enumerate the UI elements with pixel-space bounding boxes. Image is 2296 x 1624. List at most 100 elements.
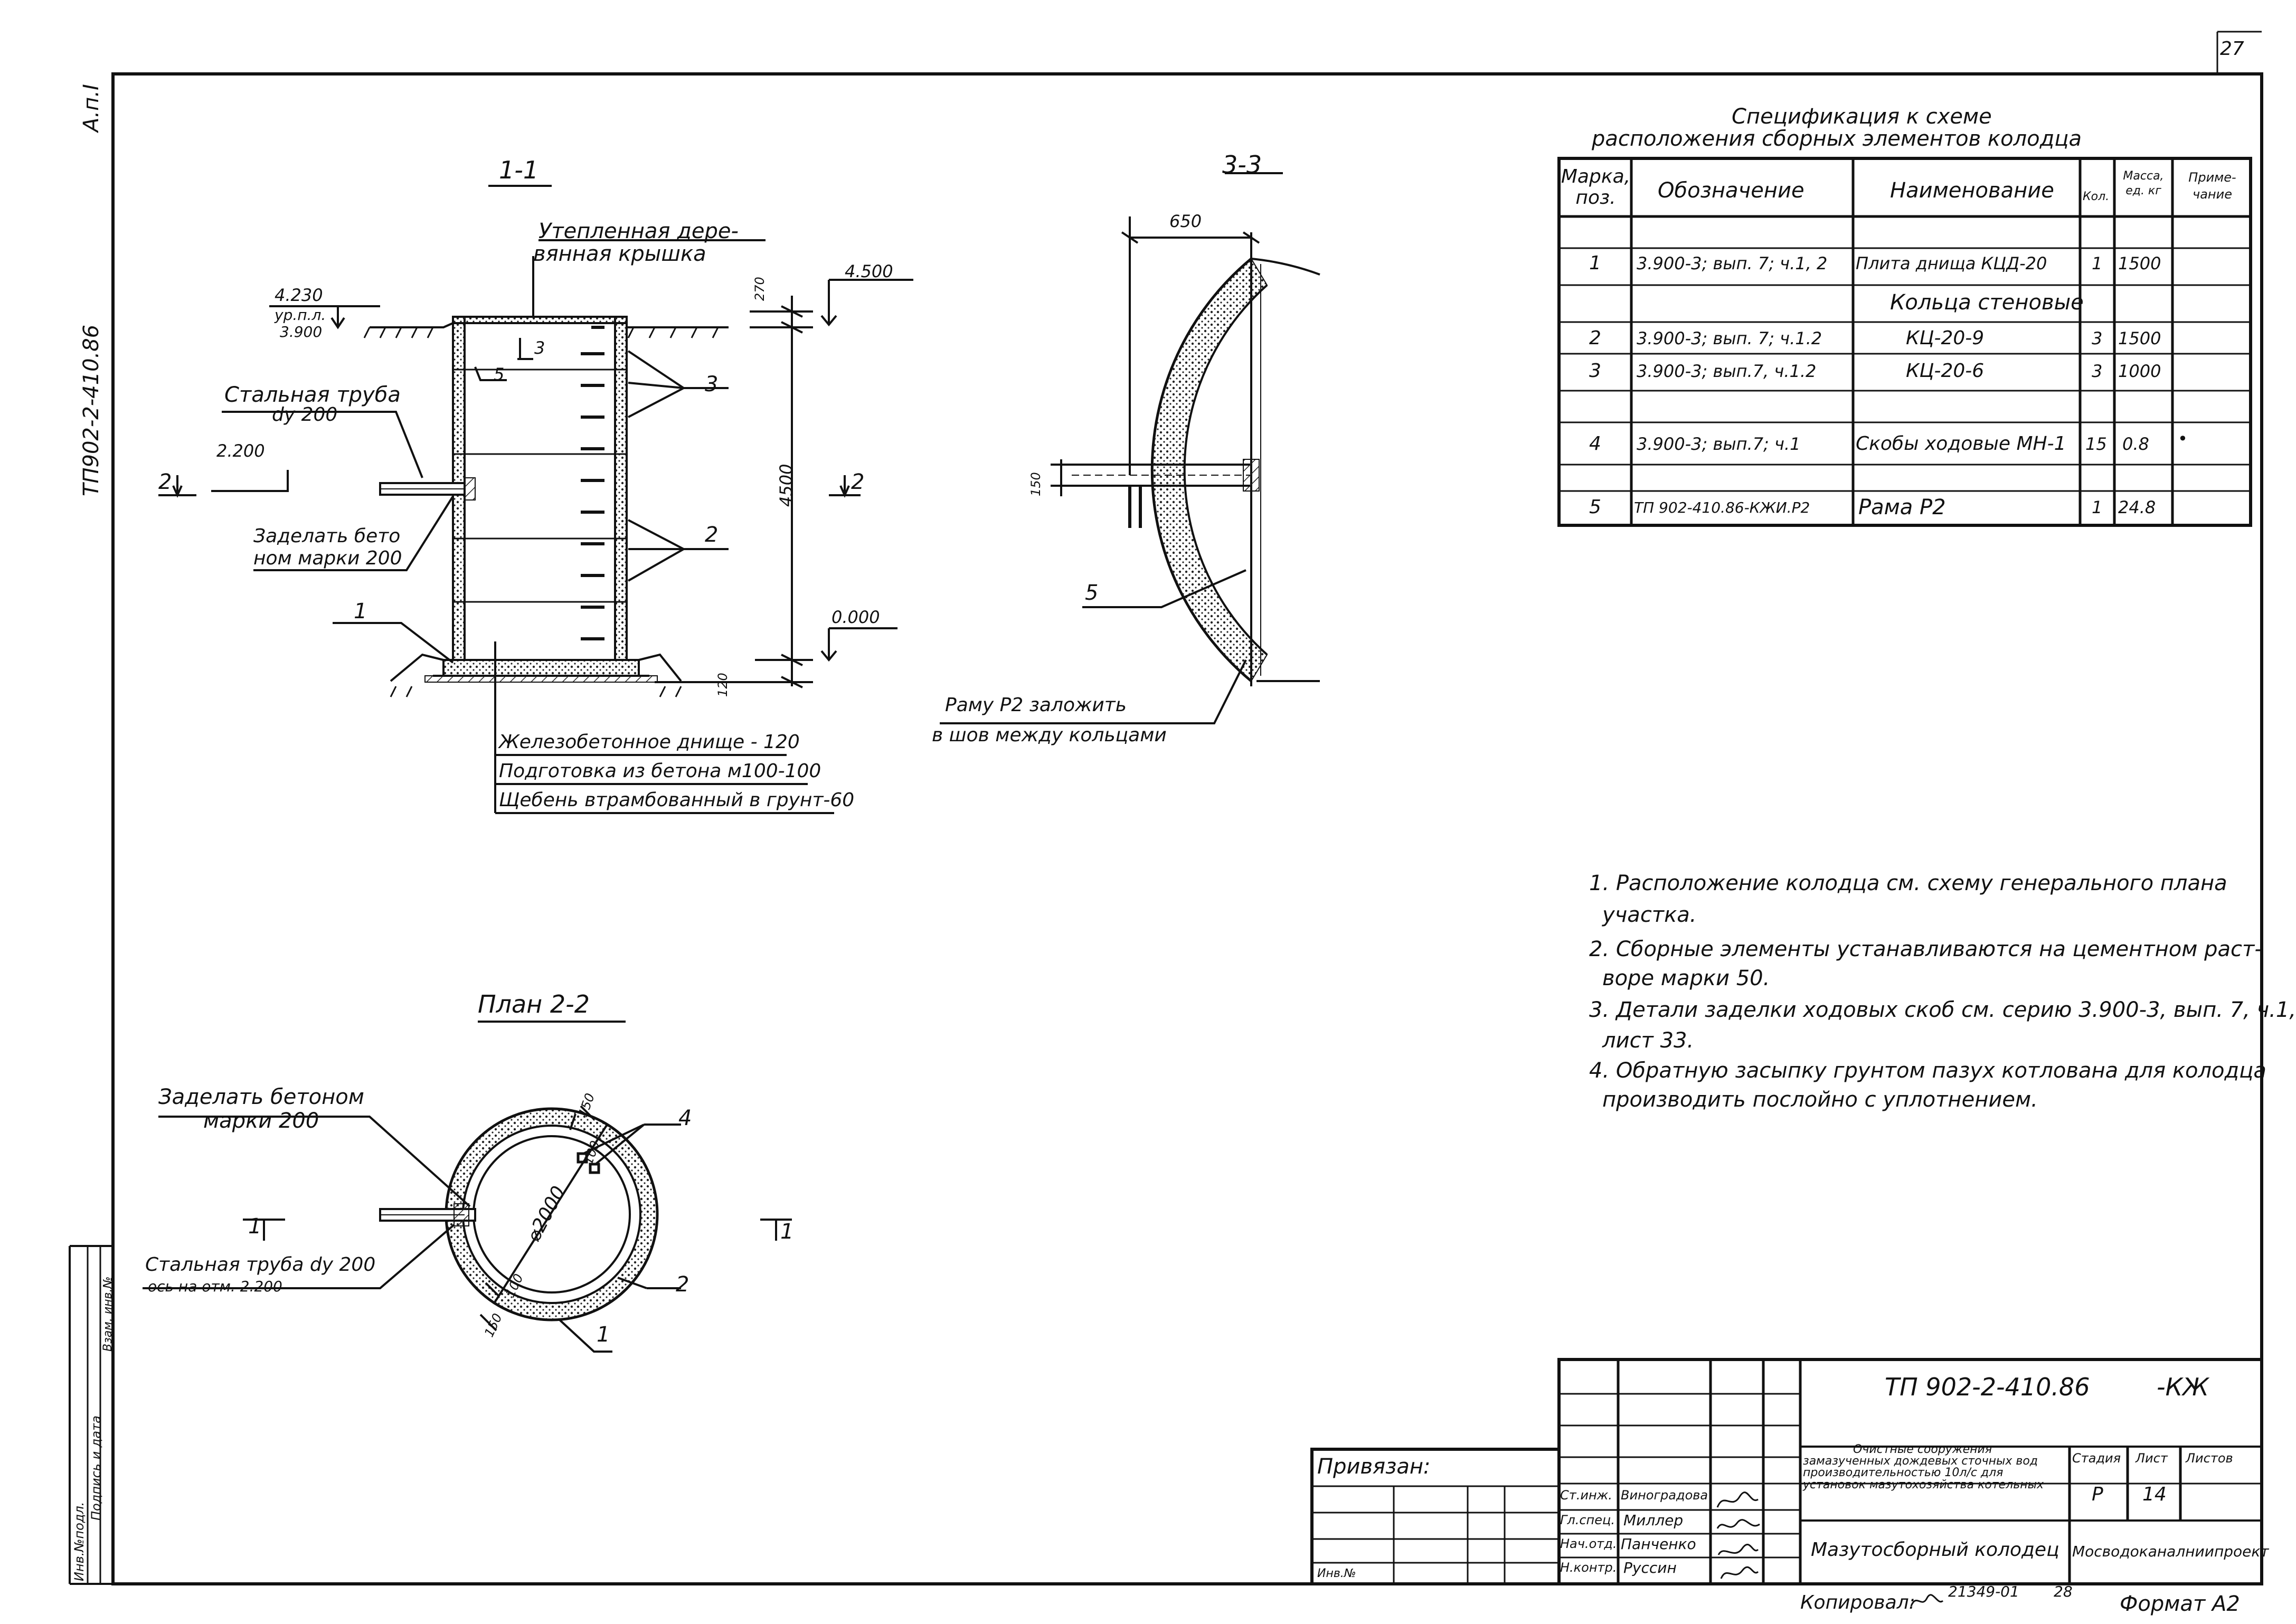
spec-header-mark: Марка, поз. [1561, 166, 1631, 209]
spec-row-3-mass: 1500 [2118, 328, 2161, 348]
spec-row-4-mass: 1000 [2118, 361, 2161, 381]
spec-row-4-mark: 3 [1589, 360, 1601, 382]
cover-label-line1: Утепленная дере- [538, 219, 739, 243]
ground-level-value: 3.900 [280, 323, 323, 341]
spec-row-8-mass: 24.8 [2118, 497, 2156, 517]
stamp-name-4: Руссин [1623, 1559, 1677, 1576]
elevation-zero: 0.000 [832, 607, 880, 627]
copier-signature [1910, 1594, 1944, 1607]
spec-row-8-designation: ТП 902-410.86-КЖИ.Р2 [1634, 499, 1810, 516]
spec-title-line2: расположения сборных элементов колодца [1592, 127, 2082, 151]
plan-pipe-2: ось на отм. 2.200 [148, 1278, 282, 1295]
stamp-sheet-header: Лист [2136, 1451, 2168, 1466]
stamp-project-2: замазученных дождевых сточных вод [1803, 1455, 2038, 1468]
plan-concrete-1: Заделать бетоном [158, 1085, 364, 1109]
dim-120: 120 [715, 673, 730, 697]
page-number: 27 [2220, 38, 2244, 60]
footer-order: 21349-01 [1948, 1583, 2019, 1600]
dim-650: 650 [1169, 211, 1202, 231]
footer-format: Формат А2 [2120, 1592, 2240, 1616]
frame-note-1: Раму Р2 заложить [945, 694, 1127, 716]
spec-table-grid [1557, 157, 2252, 527]
spec-row-8-mark: 5 [1589, 496, 1601, 518]
strip-signature: Подпись и дата [89, 1415, 103, 1521]
frame-mark-5: 5 [1085, 581, 1099, 605]
spec-row-6-note: • [2178, 429, 2188, 449]
spec-row-3-mark: 2 [1589, 327, 1601, 349]
plan-mark-1: 1 [597, 1323, 610, 1347]
spec-header-note: Приме- чание [2188, 170, 2236, 202]
cut-mark-1-right: 1 [780, 1220, 794, 1244]
spec-row-1-qty: 1 [2092, 253, 2103, 273]
footer-sheet-num: 28 [2054, 1583, 2073, 1600]
elevation-right: 4.500 [845, 261, 893, 281]
spec-row-1-designation: 3.900-3; вып. 7; ч.1, 2 [1637, 253, 1828, 273]
mark-5: 5 [494, 364, 505, 384]
dim-270: 270 [752, 277, 767, 301]
plan-2-2-drawing [143, 1021, 792, 1353]
dim-150: 150 [1028, 472, 1043, 496]
spec-row-1-mark: 1 [1589, 252, 1601, 274]
elevation-pipe: 2.200 [216, 441, 265, 461]
concrete-label-1: Заделать бето [253, 525, 401, 547]
stamp-project-1: Очистные сооружения [1853, 1443, 1992, 1456]
stamp-name-3: Панченко [1621, 1535, 1696, 1553]
stamp-stage: Р [2092, 1484, 2103, 1505]
sheet-frame [69, 31, 2263, 1585]
spec-header-mass: Масса, ед. кг [2123, 169, 2164, 197]
spec-header-qty: Кол. [2083, 190, 2110, 203]
note-4-line2: производить послойно с уплотнением. [1602, 1088, 2038, 1112]
sheet-mark: А.п.I [79, 84, 103, 132]
stamp-inv: Инв.№ [1317, 1567, 1356, 1580]
spec-row-3-qty: 3 [2092, 328, 2103, 348]
stamp-project-3: производительностью 10л/с для [1803, 1466, 2004, 1479]
mark-3-inner: 3 [534, 338, 545, 358]
cut-mark-1-left: 1 [248, 1214, 262, 1239]
spec-title-line1: Спецификация к схеме [1732, 105, 1992, 129]
stamp-code: ТП 902-2-410.86 [1885, 1373, 2090, 1401]
stamp-sheet: 14 [2142, 1484, 2167, 1505]
spec-row-8-qty: 1 [2092, 497, 2103, 517]
spec-header-designation: Обозначение [1658, 178, 1804, 203]
spec-row-6-designation: 3.900-3; вып.7; ч.1 [1637, 434, 1801, 454]
cut-mark-2-right: 2 [851, 470, 865, 494]
mark-3: 3 [705, 372, 719, 396]
elevation-top: 4.230 [275, 285, 323, 305]
spec-row-6-name: Скобы ходовые МН-1 [1856, 433, 2066, 455]
mark-1: 1 [354, 599, 367, 624]
note-3-line2: лист 33. [1602, 1028, 1694, 1053]
spec-row-4-name: КЦ-20-6 [1906, 360, 1985, 382]
plan-mark-4: 4 [678, 1106, 692, 1130]
note-3-line1: 3. Детали заделки ходовых скоб см. серию… [1589, 998, 2296, 1022]
stamp-project-4: установок мазутохозяйства котельных [1803, 1478, 2044, 1491]
stamp-role-1: Ст.инж. [1560, 1488, 1612, 1503]
stamp-role-4: Н.контр. [1560, 1560, 1617, 1575]
spec-row-8-name: Рама Р2 [1858, 495, 1946, 520]
strip-replace-inv: Взам. инв.№ [101, 1276, 115, 1352]
plan-2-2-title: План 2-2 [478, 990, 590, 1018]
note-2-line2: воре марки 50. [1602, 966, 1770, 990]
stamp-sheets-header: Листов [2186, 1451, 2233, 1466]
stamp-signatures [1716, 1491, 1760, 1579]
stamp-name-1: Виноградова [1621, 1488, 1708, 1503]
stamp-drawing-title: Мазутосборный колодец [1811, 1539, 2059, 1561]
plan-pipe-1: Стальная труба dy 200 [145, 1254, 376, 1276]
spec-row-3-designation: 3.900-3; вып. 7; ч.1.2 [1637, 328, 1822, 348]
stamp-name-2: Миллер [1623, 1512, 1684, 1529]
spec-row-1-mass: 1500 [2118, 253, 2161, 273]
cover-label-line2: вянная крышка [533, 242, 706, 266]
pipe-label-1: Стальная труба [224, 383, 401, 407]
plan-concrete-2: марки 200 [203, 1109, 319, 1133]
concrete-label-2: ном марки 200 [253, 547, 402, 569]
section-3-3-drawing [940, 172, 1320, 724]
section-1-1-drawing [158, 185, 913, 814]
spec-header-name: Наименование [1890, 178, 2054, 203]
spec-row-1-name: Плита днища КЦД-20 [1856, 253, 2047, 273]
note-1-line2: участка. [1602, 903, 1697, 927]
plan-mark-2: 2 [676, 1272, 689, 1297]
note-2-line1: 2. Сборные элементы устанавливаются на ц… [1589, 937, 2262, 961]
stamp-role-2: Гл.спец. [1560, 1513, 1615, 1527]
layer-concrete: Подготовка из бетона м100-100 [499, 760, 821, 782]
strip-inv-no: Инв.№подл. [72, 1502, 87, 1581]
